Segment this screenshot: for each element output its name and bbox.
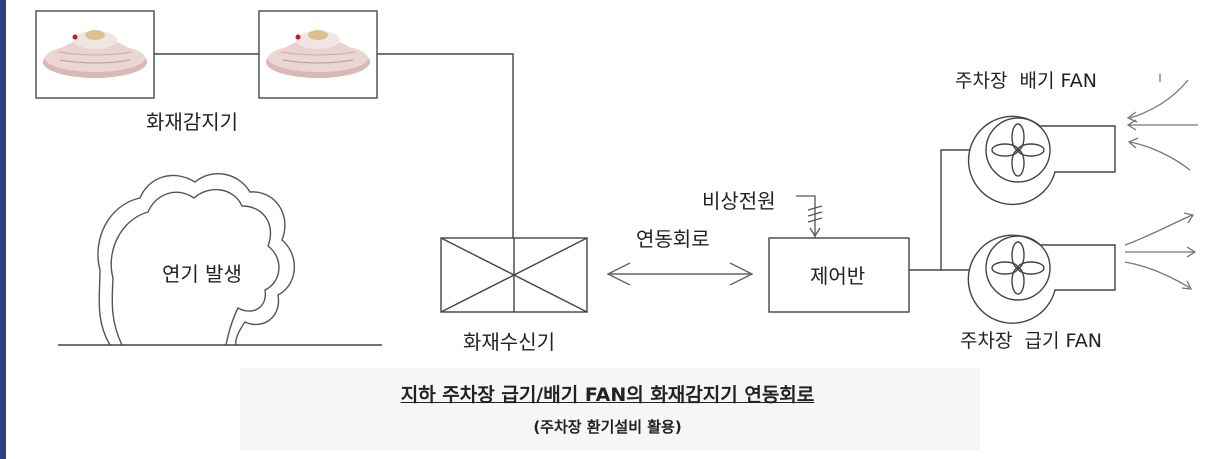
diagram-caption-title: 지하 주차장 급기/배기 FAN의 화재감지기 연동회로: [400, 384, 815, 406]
smoke-detector-icon: [266, 30, 370, 78]
interlock-arrow: [606, 262, 754, 286]
fan-icon: [967, 115, 1116, 206]
airflow-arrow-icon: [1124, 212, 1197, 290]
control-panel-label: 제어반: [810, 264, 866, 288]
detector-wiring: [154, 53, 514, 238]
airflow-arrow-icon: [1126, 74, 1198, 171]
fan-icon: [967, 234, 1116, 324]
ground-icon: [796, 195, 823, 238]
emergency-power-label: 비상전원: [702, 189, 776, 213]
caption-band: [240, 368, 980, 450]
interlock-label: 연동회로: [636, 227, 710, 251]
detector-label: 화재감지기: [146, 110, 238, 134]
exhaust-fan-label: 주차장 배기 FAN: [955, 70, 1097, 92]
fan-wiring: [909, 149, 975, 271]
smoke-detector-icon: [43, 30, 147, 78]
smoke-label: 연기 발생: [162, 262, 242, 286]
smoke-cloud-icon: [97, 173, 296, 346]
left-border: [0, 0, 6, 459]
receiver-label: 화재수신기: [463, 330, 555, 354]
control-panel-box: [768, 237, 910, 313]
diagram-caption-subtitle: (주차장 환기설비 활용): [533, 418, 682, 436]
supply-fan-label: 주차장 급기 FAN: [960, 330, 1102, 352]
fire-receiver-box: [440, 237, 588, 313]
